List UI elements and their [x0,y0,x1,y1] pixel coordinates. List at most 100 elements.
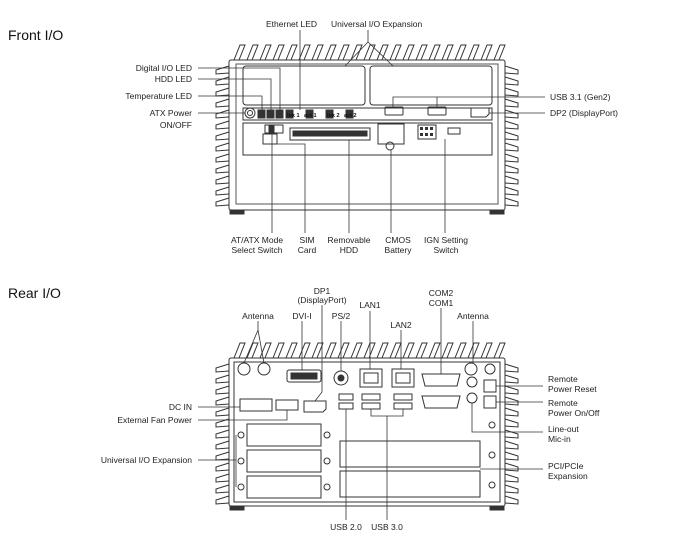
front-led-row [242,107,493,121]
label-ethernet-led: Ethernet LED [266,19,317,29]
label-temperature-led: Temperature LED [125,91,192,101]
ps2-pins [337,374,345,382]
heatsink-fin [504,98,519,108]
heatsink-fin [215,131,230,141]
removable-hdd-slot [289,127,371,141]
heatsink-fin [215,473,230,483]
heatsink-fin [285,342,298,359]
label-ext-fan: External Fan Power [117,415,192,425]
label-lan2: LAN2 [390,320,412,330]
dvi-port [286,369,322,383]
heatsink-fin [480,342,493,359]
antenna-right-connector [464,362,478,376]
heatsink-fin [246,342,259,359]
heatsink-fin [415,44,428,61]
label-front-universal-io: Universal I/O Expansion [331,19,422,29]
label-at-atx-2: Select Switch [231,245,282,255]
heatsink-fin [504,142,519,152]
heatsink-fin [441,342,454,359]
label-sim-2: Card [298,245,317,255]
rear-io-title: Rear I/O [8,285,61,301]
heatsink-fin [272,342,285,359]
heatsink-fin [215,164,230,174]
line-out-jack [466,376,478,388]
heatsink-fin [493,342,506,359]
heatsink-fin [376,342,389,359]
label-at-atx-1: AT/ATX Mode [231,235,283,245]
label-hdd-led: HDD LED [155,74,192,84]
label-dp1-2: (DisplayPort) [297,295,346,305]
label-dc-in: DC IN [169,402,192,412]
com2-port [421,373,461,387]
usb30-port-3 [393,393,413,401]
heatsink-fin [350,44,363,61]
rear-expansion-slot-2 [246,449,322,473]
heatsink-fin [504,197,519,207]
rear-leader-lines [198,305,543,520]
heatsink-fin [285,44,298,61]
led-lnk2 [325,109,334,119]
usb31-port-1 [384,106,404,116]
heatsink-fin [215,495,230,505]
label-remote-onoff-2: Power On/Off [548,408,600,418]
heatsink-fin [504,87,519,97]
heatsink-fin [402,342,415,359]
heatsink-fin [363,342,376,359]
led-lnk1 [285,109,294,119]
rear-chassis [215,342,519,511]
port-label-lnk1: lnk 1 [287,113,300,119]
atx-power-inner [247,110,253,116]
heatsink-fin [389,44,402,61]
heatsink-fin [504,429,519,439]
slot-screw-4 [323,431,331,439]
heatsink-fin [493,44,506,61]
rear-expansion-slot-1 [246,423,322,447]
heatsink-fin [259,342,272,359]
pci-screw-2 [488,451,496,459]
label-dp1-1: DP1 [314,286,331,296]
lan1-port [359,368,383,388]
rear-left-fins [215,363,230,505]
front-leader-lines [198,30,545,233]
heatsink-fin [259,44,272,61]
heatsink-fin [363,44,376,61]
removable-hdd-tray [292,130,368,137]
heatsink-fin [504,109,519,119]
pci-slot-2 [339,470,481,498]
pci-slot-1 [339,440,481,468]
heatsink-fin [233,44,246,61]
slot-screw-1 [237,431,245,439]
slot-screw-2 [237,457,245,465]
heatsink-fin [298,44,311,61]
pci-screw-1 [488,421,496,429]
heatsink-fin [215,120,230,130]
slot-screw-6 [323,483,331,491]
led-hdd [266,109,275,119]
heatsink-fin [215,484,230,494]
label-com1: COM1 [429,298,454,308]
label-sim-1: SIM [299,235,314,245]
at-atx-switch-knob [268,125,275,133]
dp1-port [303,400,327,413]
label-cmos-2: Battery [385,245,413,255]
port-label-act1: act 1 [304,113,317,119]
heatsink-fin [504,175,519,185]
heatsink-fin [454,44,467,61]
front-panel [235,63,499,205]
heatsink-fin [215,363,230,373]
antenna-right-2 [484,363,496,375]
front-chassis [215,44,519,215]
lan2-jack [395,372,411,384]
label-pci-2: Expansion [548,471,588,481]
heatsink-fin [504,186,519,196]
label-atx-power: ATX Power [150,108,193,118]
front-expansion-slot-left [242,65,366,106]
heatsink-fin [428,44,441,61]
cmos-battery-cover [377,123,405,145]
pci-screw-3 [488,481,496,489]
heatsink-fin [215,186,230,196]
lan1-jack [363,372,379,384]
label-pci-1: PCI/PCIe [548,461,584,471]
heatsink-fin [504,76,519,86]
